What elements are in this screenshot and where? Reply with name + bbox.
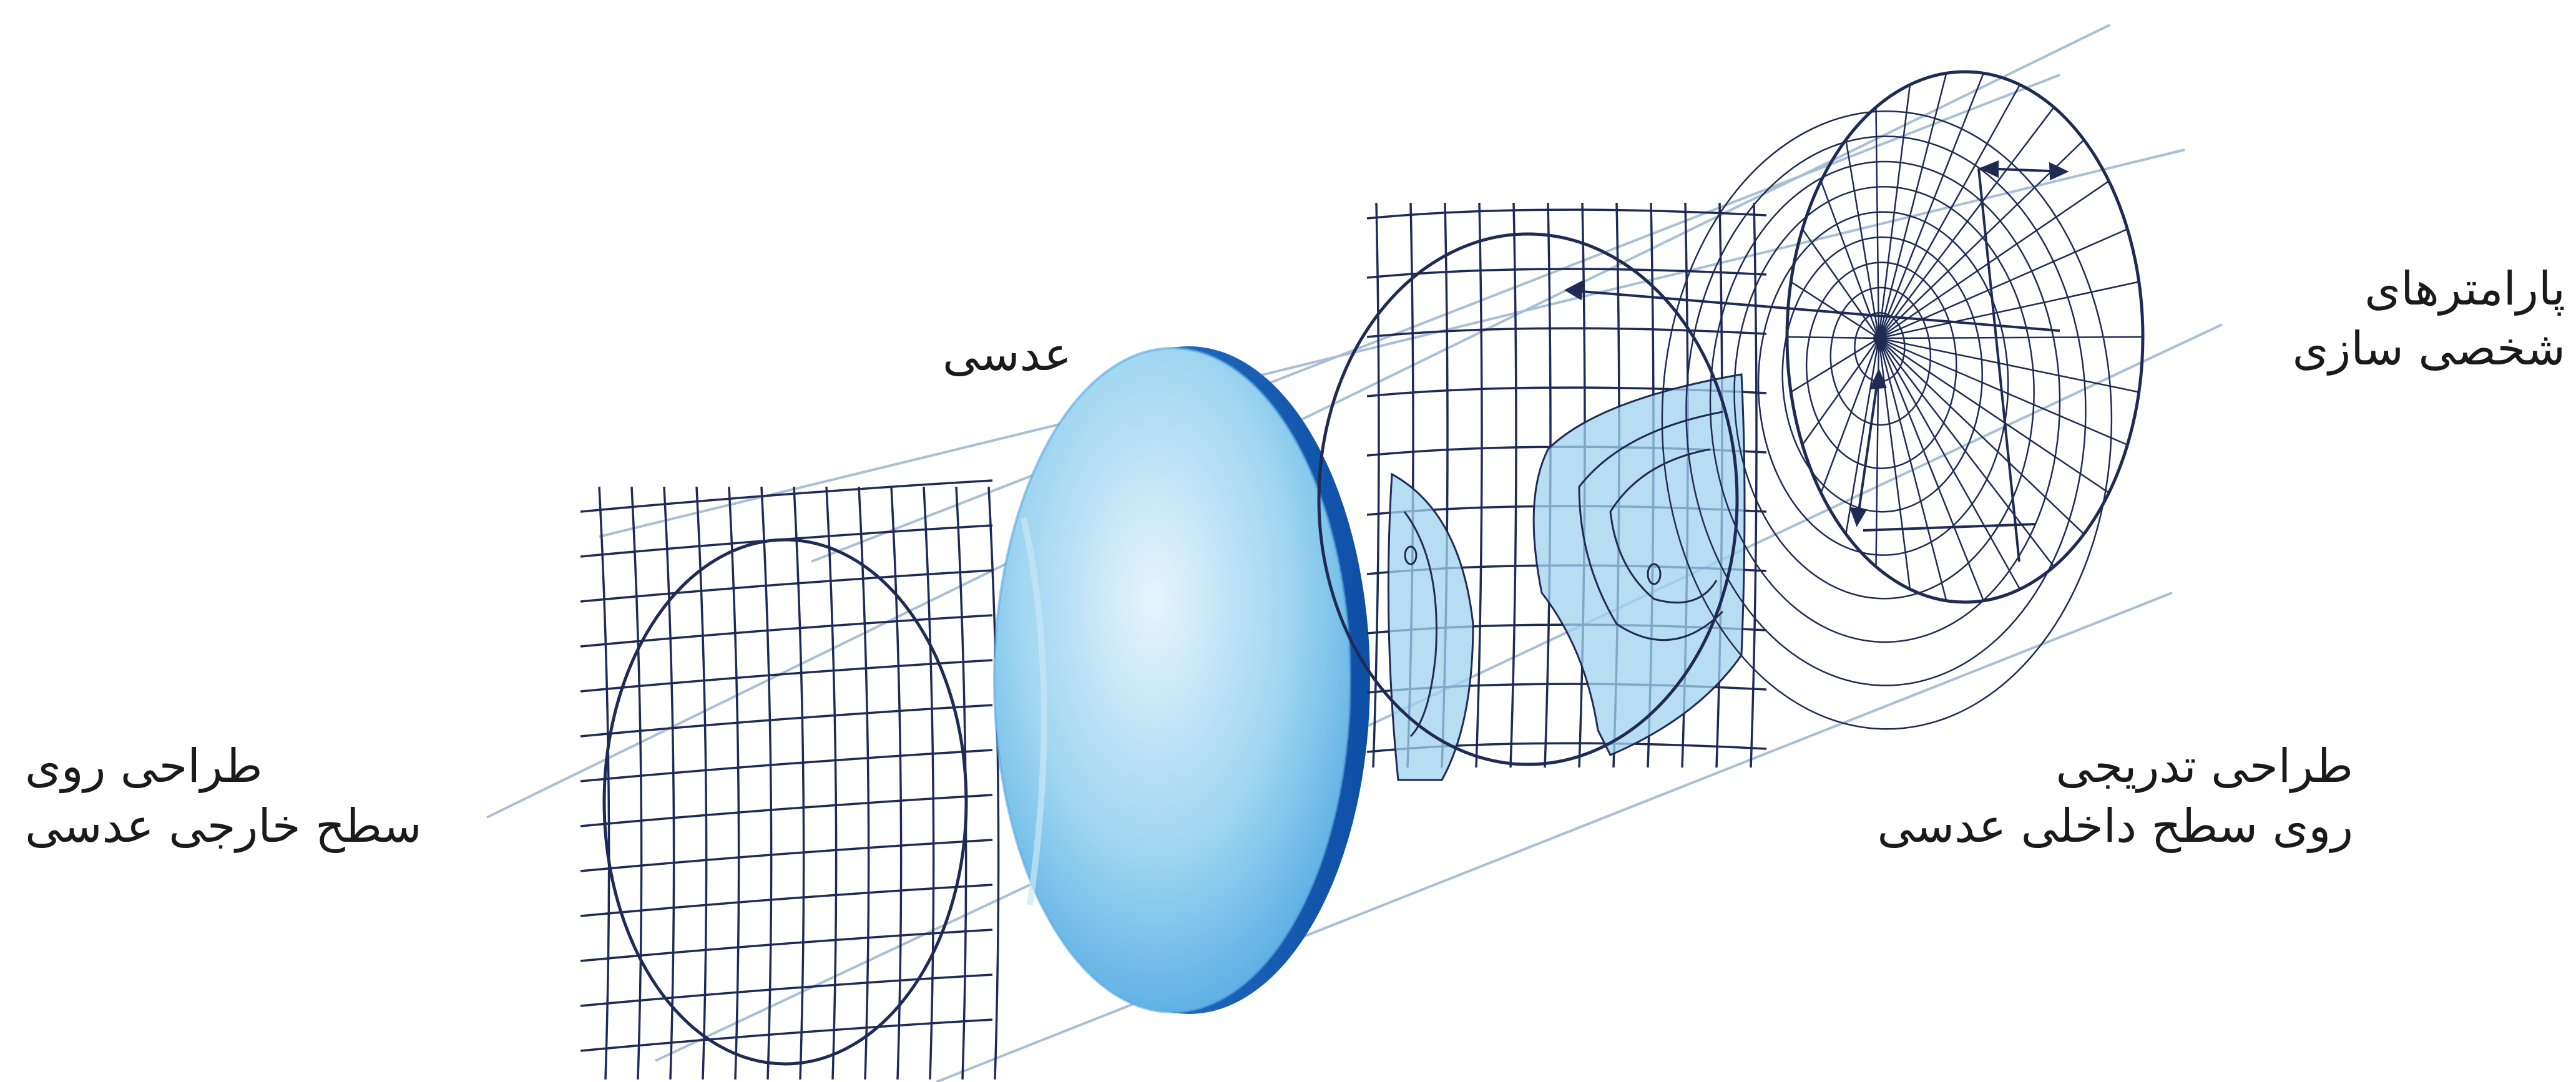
polar-radial-line: [1875, 107, 1880, 339]
polar-radial-line: [1820, 180, 1880, 339]
inner-design-line-1: طراحی تدریجی: [2055, 739, 2353, 793]
polar-radial-line: [1878, 336, 2143, 339]
polar-radial-line: [1878, 338, 2055, 567]
outer-grid-row: [580, 569, 993, 603]
guide-line: [599, 149, 2185, 538]
polar-radial-line: [1820, 338, 1880, 494]
polar-radial-line: [1878, 84, 1911, 339]
lens: [993, 346, 1370, 1014]
inner-grid-row: [1366, 208, 1767, 220]
polar-ring: [1733, 186, 2035, 600]
polar-radial-line: [1878, 338, 2021, 590]
outer-grid-col: [695, 486, 708, 1080]
polar-ring: [1854, 312, 1906, 383]
outer-grid-col: [630, 486, 643, 1080]
outer-grid-col: [890, 486, 903, 1080]
polar-radial-line: [1878, 84, 2021, 339]
outer-surface-outline: [602, 538, 968, 1066]
inner-grid-col: [1372, 202, 1380, 768]
polar-radial-line: [1845, 338, 1880, 535]
inner-design-label: طراحی تدریجی روی سطح داخلی عدسی: [1766, 736, 2353, 856]
polar-ring: [1806, 261, 1957, 469]
polar-ring: [1661, 110, 2113, 730]
polar-ring: [1757, 211, 2009, 556]
outer-grid-col: [598, 486, 610, 1080]
polar-radial-line: [1878, 337, 2140, 393]
personalization-outline: [1785, 70, 2145, 604]
polar-radial-line: [1878, 72, 1984, 339]
outer-grid-row: [580, 659, 993, 693]
inner-surface-outline: [1317, 232, 1739, 766]
measurement-arrows: [1564, 160, 2069, 562]
optical-center-dot: [1873, 333, 1884, 344]
inner-grid-col: [1509, 202, 1517, 768]
guide-line: [811, 74, 2060, 563]
polar-radial-line: [1878, 281, 2140, 339]
outer-grid-col: [825, 486, 838, 1080]
inner-grid-row: [1366, 327, 1767, 338]
polar-radial-line: [1790, 281, 1879, 339]
polar-ring: [1709, 160, 2061, 643]
polar-ring: [1781, 236, 1983, 513]
polar-radial-line: [1878, 338, 2085, 535]
inner-design-line-2: روی سطح داخلی عدسی: [1877, 799, 2353, 853]
lens-label-text: عدسی: [943, 328, 1072, 381]
outer-design-label: طراحی روی سطح خارجی عدسی: [25, 736, 524, 856]
polar-ring: [1685, 135, 2087, 686]
outer-grid-col: [793, 486, 805, 1080]
polar-ring: [1829, 286, 1932, 426]
personalization-line-2: شخصی سازی: [2292, 322, 2565, 376]
outer-grid-row: [580, 973, 993, 1007]
polar-radial-line: [1790, 337, 1879, 393]
outer-design-line-2: سطح خارجی عدسی: [25, 799, 422, 853]
outer-grid-row: [580, 479, 993, 513]
outer-grid-row: [580, 704, 993, 738]
outer-grid-col: [760, 486, 773, 1080]
outer-grid-col: [728, 486, 740, 1080]
outer-grid-col: [923, 486, 935, 1080]
polar-radial-line: [1801, 228, 1880, 339]
outer-surface-grid: [580, 479, 1000, 1080]
polar-radial-line: [1878, 338, 1984, 602]
outer-grid-row: [580, 749, 993, 782]
personalization-label: پارامترهای شخصی سازی: [2178, 259, 2565, 379]
outer-grid-row: [580, 1018, 993, 1052]
polar-radial-line: [1878, 338, 1947, 601]
inner-grid-row: [1366, 268, 1767, 279]
polar-radial-line: [1878, 73, 1947, 339]
polar-radial-line: [1878, 337, 2110, 494]
outer-design-line-1: طراحی روی: [25, 739, 263, 793]
outer-grid-col: [987, 486, 1000, 1080]
progressive-zones: [1387, 373, 1746, 781]
polar-radial-line: [1878, 180, 2110, 339]
polar-radial-line: [1878, 107, 2055, 339]
lens-label: عدسی: [943, 324, 1072, 384]
polar-radial-line: [1845, 139, 1880, 339]
polar-radial-line: [1878, 338, 1911, 590]
inner-grid-col: [1475, 202, 1483, 768]
outer-grid-col: [663, 486, 675, 1080]
outer-grid-col: [858, 486, 870, 1080]
personalization-polar-grid: [1661, 72, 2143, 730]
personalization-line-1: پارامترهای: [2364, 262, 2565, 316]
polar-radial-line: [1801, 338, 1880, 446]
